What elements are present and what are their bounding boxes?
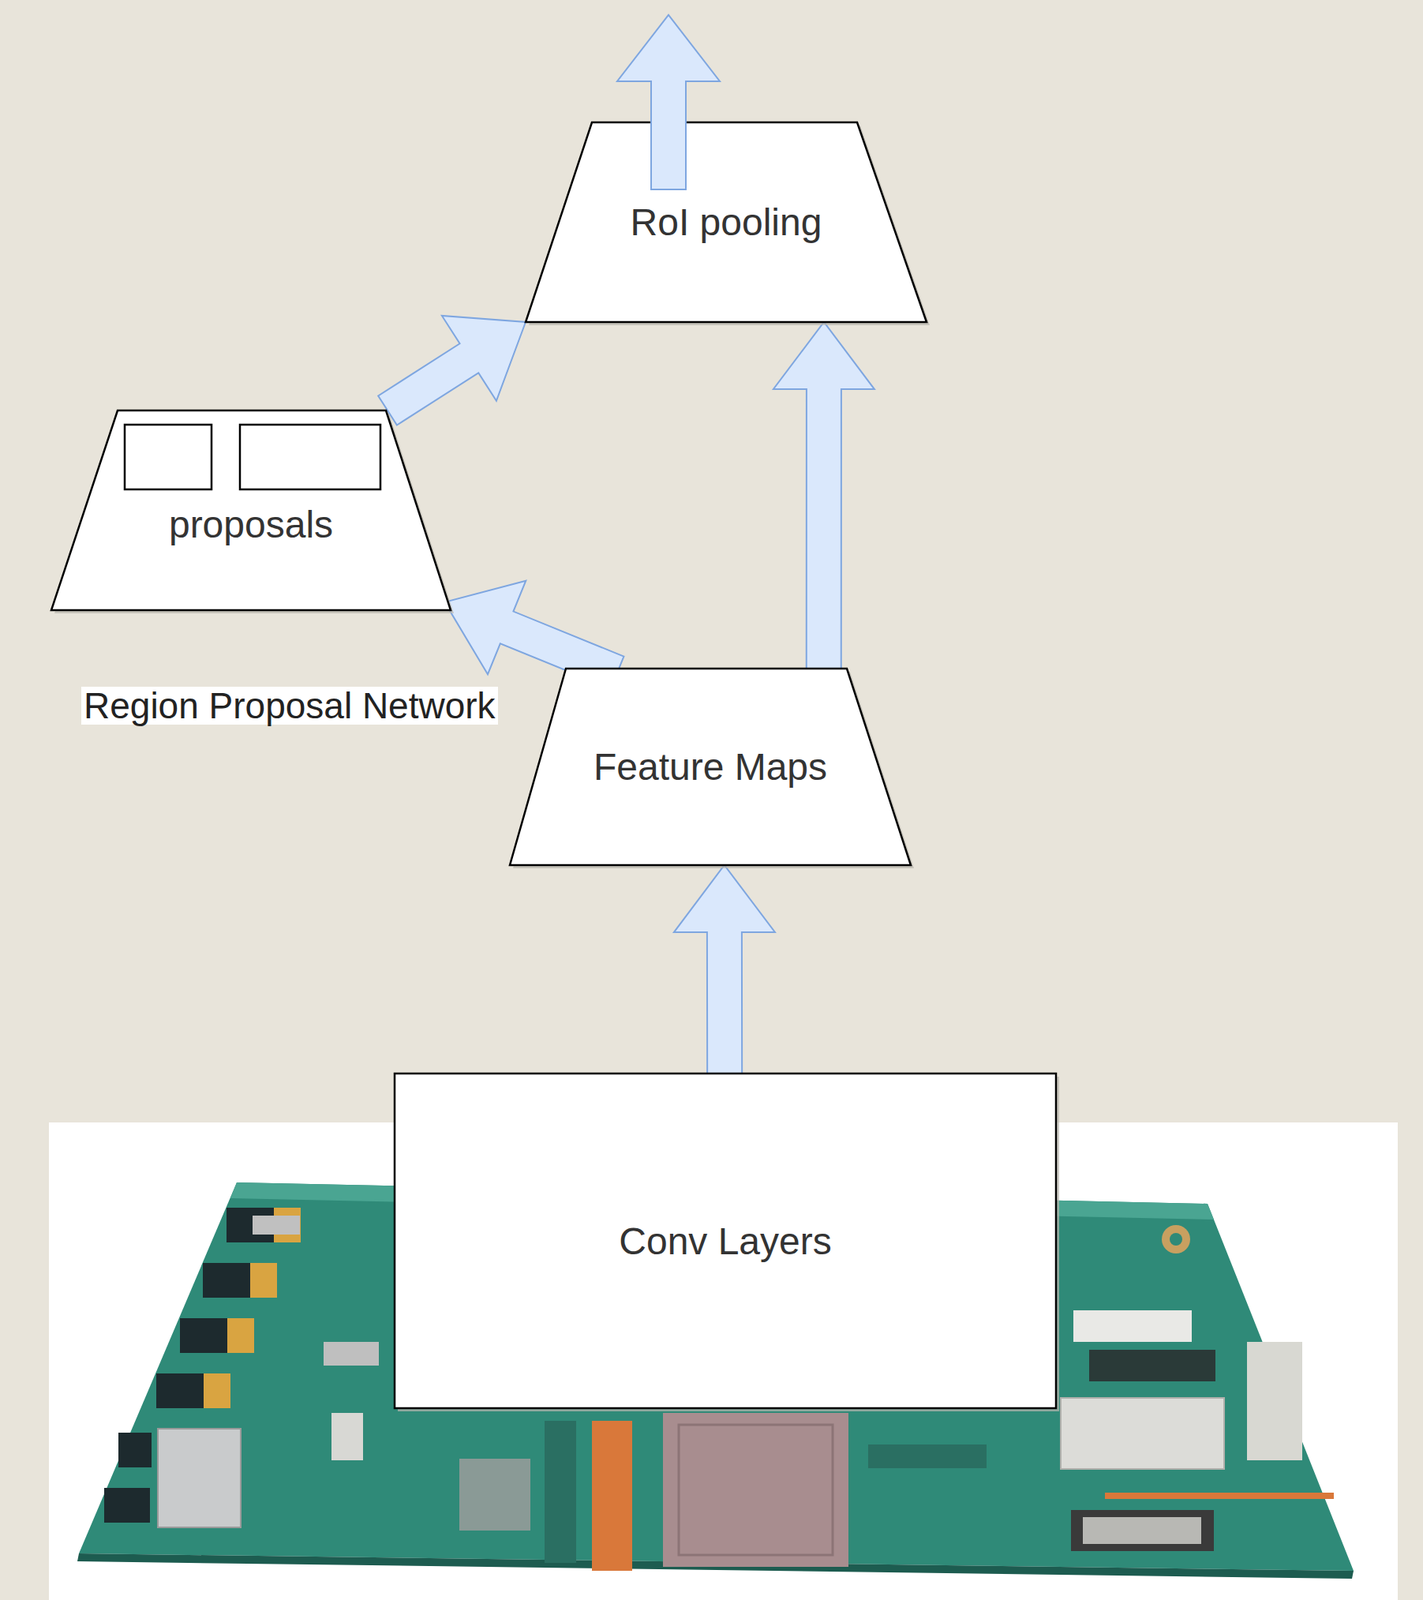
chip: [678, 1424, 833, 1555]
shield-can: [157, 1428, 241, 1528]
output-arrow: [617, 14, 720, 190]
shape-outline: [394, 1073, 1057, 1409]
trace: [868, 1444, 987, 1468]
block-arrow: [674, 865, 776, 1074]
chip: [662, 1412, 849, 1567]
shape-outline: [525, 122, 927, 323]
shape-outline: [51, 410, 451, 611]
shape-outline: [509, 668, 911, 866]
component: [1060, 1397, 1225, 1469]
component: [1246, 1341, 1303, 1461]
mount-hole: [1169, 1232, 1183, 1246]
edge-connectors: [202, 1262, 251, 1298]
proposal-box: [239, 424, 381, 490]
edge-connectors: [250, 1262, 278, 1298]
node-label: Feature Maps: [593, 745, 828, 789]
trace: [1104, 1492, 1334, 1499]
trapezoid-box: Feature Maps: [509, 668, 911, 866]
edge-connectors: [104, 1487, 150, 1523]
edge-connectors: [227, 1318, 255, 1353]
proposal-box: [124, 424, 212, 490]
node-heading: Region Proposal Network: [81, 686, 499, 725]
component: [323, 1341, 379, 1366]
edge-connectors: [156, 1373, 204, 1409]
process-box: Conv Layers: [394, 1073, 1057, 1409]
mount-hole: [1161, 1224, 1191, 1254]
component: [1089, 1349, 1216, 1382]
component: [459, 1458, 531, 1531]
edge-connectors: [118, 1432, 152, 1468]
trapezoid-box: RoI pooling: [525, 122, 927, 323]
node-label: proposals: [168, 503, 334, 547]
component: [1073, 1310, 1192, 1342]
component: [1082, 1516, 1202, 1544]
block-arrow: [773, 322, 875, 669]
node-label: RoI pooling: [630, 201, 823, 244]
trace: [591, 1420, 633, 1571]
component: [1070, 1509, 1214, 1551]
edge-connectors: [203, 1373, 231, 1409]
edge-connectors: [179, 1318, 228, 1353]
component: [252, 1215, 300, 1235]
component: [331, 1412, 364, 1461]
trace: [544, 1420, 577, 1563]
block-arrow: [378, 315, 526, 426]
node-label: Conv Layers: [618, 1220, 832, 1263]
trapezoid-box: proposalsRegion Proposal Network: [51, 410, 451, 611]
